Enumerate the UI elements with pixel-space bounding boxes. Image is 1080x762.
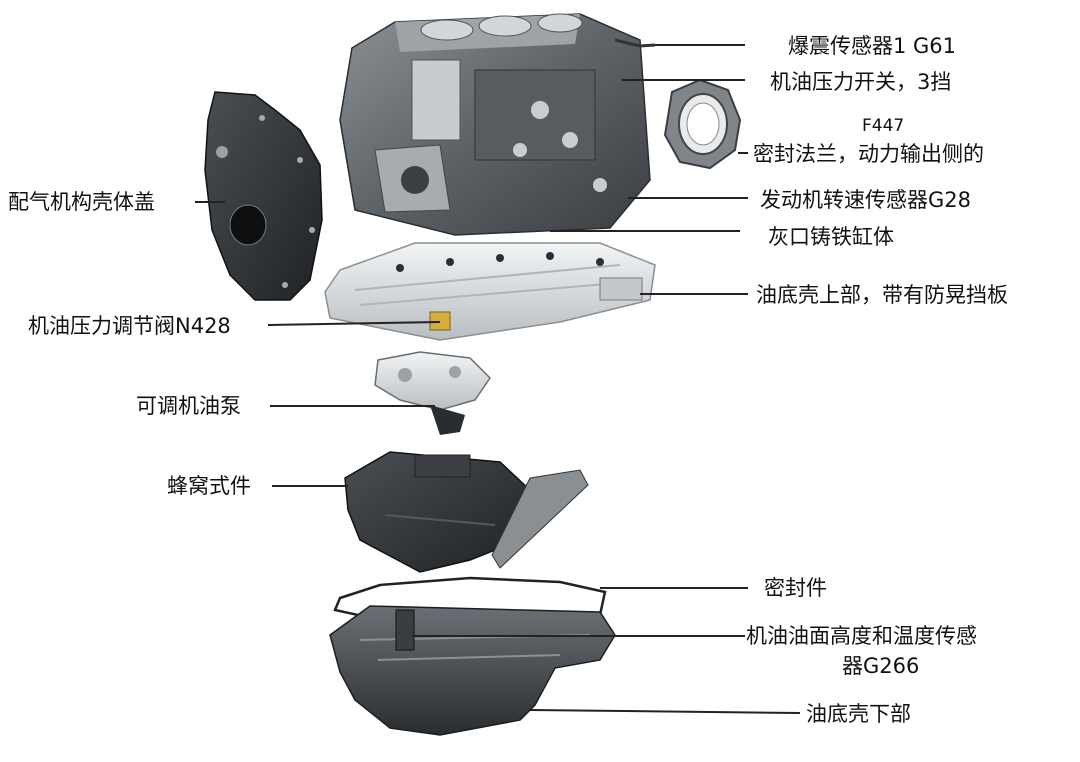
honeycomb-part <box>344 451 589 573</box>
label-engine-speed-sensor: 发动机转速传感器G28 <box>760 188 971 212</box>
label-upper-sump: 油底壳上部，带有防晃挡板 <box>756 283 1008 307</box>
lower-oil-pan-part <box>329 605 616 736</box>
label-level-sensor-line1: 机油油面高度和温度传感 <box>746 624 977 648</box>
label-level-sensor-line2: 器G266 <box>842 654 920 678</box>
leader-lines <box>195 44 801 714</box>
label-oil-pump: 可调机油泵 <box>136 394 241 418</box>
label-pressure-valve: 机油压力调节阀N428 <box>28 314 231 338</box>
leader-lower-sump <box>529 709 801 714</box>
engine-block-part <box>339 13 656 236</box>
label-timing-cover: 配气机构壳体盖 <box>8 190 155 214</box>
timing-cover-part <box>204 91 323 301</box>
label-knock-sensor: 爆震传感器1 G61 <box>788 34 957 58</box>
label-f447: F447 <box>862 116 905 136</box>
seal-flange-part <box>663 78 742 170</box>
label-honeycomb: 蜂窝式件 <box>167 474 251 498</box>
label-gasket: 密封件 <box>764 576 827 600</box>
upper-oil-pan-part <box>324 242 656 341</box>
label-lower-sump: 油底壳下部 <box>806 702 911 726</box>
label-seal-flange: 密封法兰，动力输出侧的 <box>753 142 984 166</box>
label-cast-iron-block: 灰口铸铁缸体 <box>768 225 894 249</box>
label-oil-pressure-switch: 机油压力开关，3挡 <box>770 70 952 94</box>
oil-pump-part <box>374 351 491 435</box>
leader-pressure-valve <box>267 321 441 326</box>
